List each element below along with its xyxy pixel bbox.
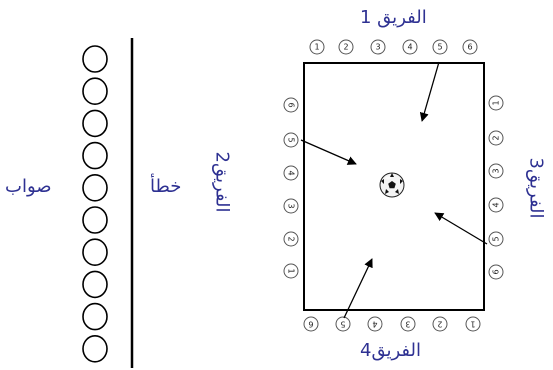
- team1-label: الفريق 1: [360, 7, 427, 28]
- player-number: 5: [340, 320, 345, 329]
- team3-player-marker: 5: [488, 231, 504, 247]
- team1-player-marker: 1: [309, 39, 325, 55]
- arrow-team2: [300, 139, 357, 165]
- answer-circle[interactable]: [82, 334, 108, 363]
- answer-circle[interactable]: [82, 302, 108, 331]
- player-number: 5: [437, 43, 442, 52]
- answer-circle[interactable]: [82, 238, 108, 266]
- team2-player-marker: 2: [283, 231, 299, 247]
- team3-player-marker: 2: [488, 130, 504, 146]
- player-number: 5: [287, 137, 296, 142]
- soccer-ball-icon: [379, 172, 405, 198]
- arrow-team3: [434, 212, 488, 245]
- answer-circle[interactable]: [82, 45, 108, 73]
- player-number: 2: [343, 43, 348, 52]
- player-number: 3: [405, 320, 410, 329]
- team3-player-marker: 4: [488, 197, 504, 213]
- player-number: 2: [437, 320, 442, 329]
- player-number: 3: [492, 168, 501, 173]
- answer-circle[interactable]: [82, 141, 108, 170]
- player-number: 5: [492, 236, 501, 241]
- team4-player-marker: 5: [335, 316, 351, 332]
- team2-player-marker: 4: [283, 165, 299, 181]
- team3-player-marker: 1: [488, 95, 504, 111]
- team4-player-marker: 1: [465, 316, 481, 332]
- team1-player-marker: 2: [338, 39, 354, 55]
- team1-player-marker: 5: [432, 39, 448, 55]
- player-markers: 1 2 3 4 5 6 6 5 4 3 2 1 6 5 4 3 2 1 1 2 3 4 5 6: [283, 39, 504, 332]
- arrow-team4: [343, 258, 373, 319]
- player-number: 6: [492, 269, 501, 274]
- team3-player-marker: 3: [488, 163, 504, 179]
- team2-player-marker: 3: [283, 198, 299, 214]
- team4-player-marker: 3: [400, 316, 416, 332]
- player-number: 1: [492, 100, 501, 105]
- team2-player-marker: 6: [283, 97, 299, 113]
- player-number: 1: [314, 43, 319, 52]
- player-number: 6: [467, 43, 472, 52]
- answer-circle[interactable]: [82, 174, 108, 202]
- label-wrong: خطأ: [150, 176, 182, 197]
- player-number: 4: [492, 202, 501, 207]
- answer-circle[interactable]: [82, 77, 108, 105]
- player-number: 1: [470, 320, 475, 329]
- answer-circle[interactable]: [82, 109, 108, 138]
- player-number: 3: [375, 43, 380, 52]
- player-number: 4: [287, 170, 296, 175]
- team4-label: الفريق4: [360, 340, 421, 361]
- field-rectangle: [303, 62, 485, 311]
- team1-player-marker: 6: [462, 39, 478, 55]
- player-number: 2: [287, 236, 296, 241]
- team4-player-marker: 4: [367, 316, 383, 332]
- label-correct: صواب: [5, 176, 52, 197]
- answer-circle[interactable]: [82, 206, 108, 234]
- answer-circles: [82, 45, 108, 363]
- player-number: 1: [287, 268, 296, 273]
- player-number: 6: [287, 102, 296, 107]
- team1-player-marker: 4: [402, 39, 418, 55]
- team4-player-marker: 2: [432, 316, 448, 332]
- team3-player-marker: 6: [488, 264, 504, 280]
- player-number: 4: [372, 320, 377, 329]
- team2-player-marker: 5: [283, 132, 299, 148]
- player-number: 4: [407, 43, 412, 52]
- player-number: 2: [492, 135, 501, 140]
- answer-circle[interactable]: [82, 270, 108, 299]
- team4-player-marker: 6: [303, 316, 319, 332]
- player-number: 6: [308, 320, 313, 329]
- team1-player-marker: 3: [370, 39, 386, 55]
- player-number: 3: [287, 203, 296, 208]
- team2-player-marker: 1: [283, 263, 299, 279]
- arrow-team1: [419, 61, 440, 122]
